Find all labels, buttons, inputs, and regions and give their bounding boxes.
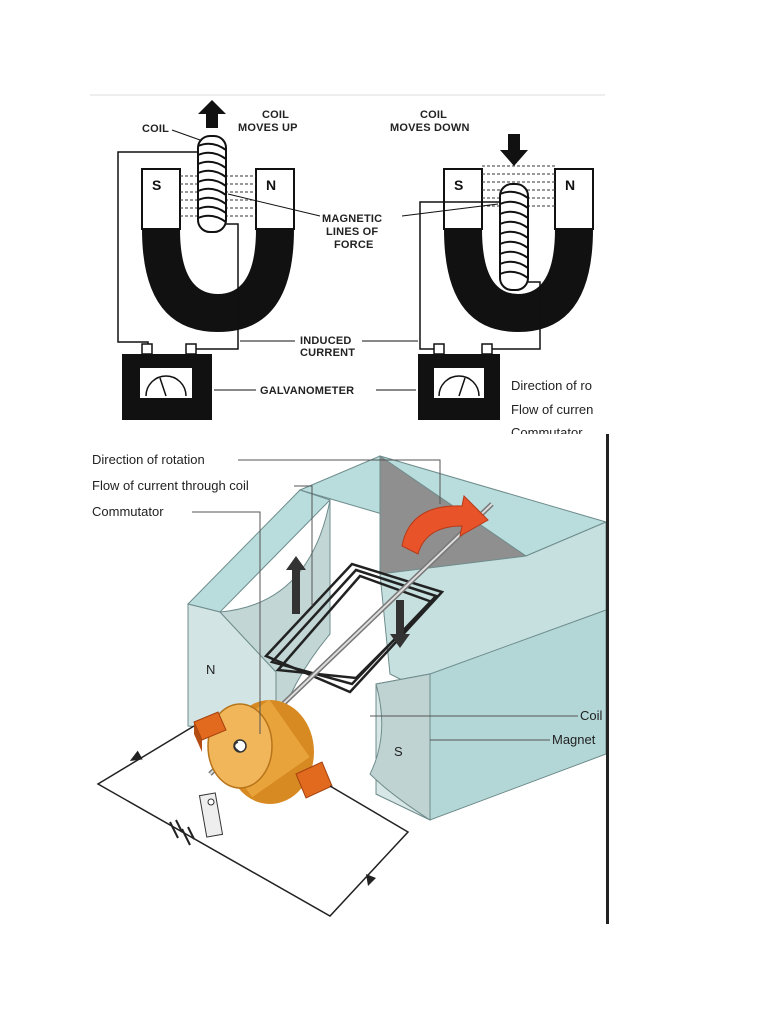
battery-icon	[169, 819, 195, 846]
circuit-arrow-icon	[366, 874, 376, 886]
arrow-down-icon	[500, 134, 528, 166]
right-coil	[499, 183, 529, 291]
label-coil: COIL	[142, 123, 169, 135]
coil-loops	[263, 562, 445, 694]
label-coil: Coil	[580, 708, 603, 723]
overflow-flow: Flow of curren	[511, 402, 593, 417]
terminal-tab	[198, 792, 224, 838]
external-circuit	[96, 725, 410, 917]
left-galvanometer	[122, 343, 212, 420]
label-coil-moves-up-2: MOVES UP	[238, 122, 298, 134]
label-commutator: Commutator	[92, 504, 164, 519]
label-coil-moves-up-1: COIL	[262, 109, 289, 121]
label-flow-of-current: Flow of current through coil	[92, 478, 249, 493]
label-direction-of-rotation: Direction of rotation	[92, 452, 205, 467]
label-magnetic-1: MAGNETIC	[322, 213, 382, 225]
induction-diagram: S N	[90, 94, 605, 434]
left-pole-n: N	[266, 177, 276, 193]
bottom-leader-lines	[192, 459, 578, 741]
right-u-magnet	[443, 168, 594, 332]
label-induced-1: INDUCED	[300, 335, 352, 347]
arrow-up-icon	[198, 100, 226, 128]
left-coil	[197, 135, 227, 233]
label-magnet: Magnet	[552, 732, 596, 747]
brushes	[193, 711, 333, 799]
right-assembly: S N	[418, 134, 594, 420]
overflow-commutator: Commutator	[511, 425, 583, 434]
label-coil-moves-down-1: COIL	[420, 109, 447, 121]
rotation-arrow-icon	[401, 494, 489, 555]
commutator	[207, 699, 314, 804]
overflow-direction: Direction of ro	[511, 378, 592, 393]
circuit-arrow-icon	[129, 750, 143, 761]
label-magnetic-3: FORCE	[334, 239, 374, 251]
label-magnetic-2: LINES OF	[326, 226, 378, 238]
magnet-pole-s: S	[394, 744, 403, 759]
right-pole-n: N	[565, 177, 575, 193]
left-assembly: S N	[117, 100, 295, 420]
motor-diagram-svg: N S	[92, 452, 608, 917]
current-up-arrow-icon	[286, 556, 306, 614]
panel-border	[606, 434, 609, 924]
right-galvanometer	[418, 343, 500, 420]
motor-diagram: N S	[90, 434, 610, 924]
induction-diagram-svg: S N	[90, 94, 605, 434]
left-pole-s: S	[152, 177, 161, 193]
magnet-pole-n: N	[206, 662, 215, 677]
label-induced-2: CURRENT	[300, 347, 355, 359]
left-u-magnet	[141, 168, 295, 332]
current-down-arrow-icon	[390, 600, 410, 648]
right-pole-s: S	[454, 177, 463, 193]
top-leader-lines	[171, 129, 499, 391]
label-coil-moves-down-2: MOVES DOWN	[390, 122, 470, 134]
magnet-body	[187, 455, 608, 821]
label-galvanometer: GALVANOMETER	[260, 385, 354, 397]
